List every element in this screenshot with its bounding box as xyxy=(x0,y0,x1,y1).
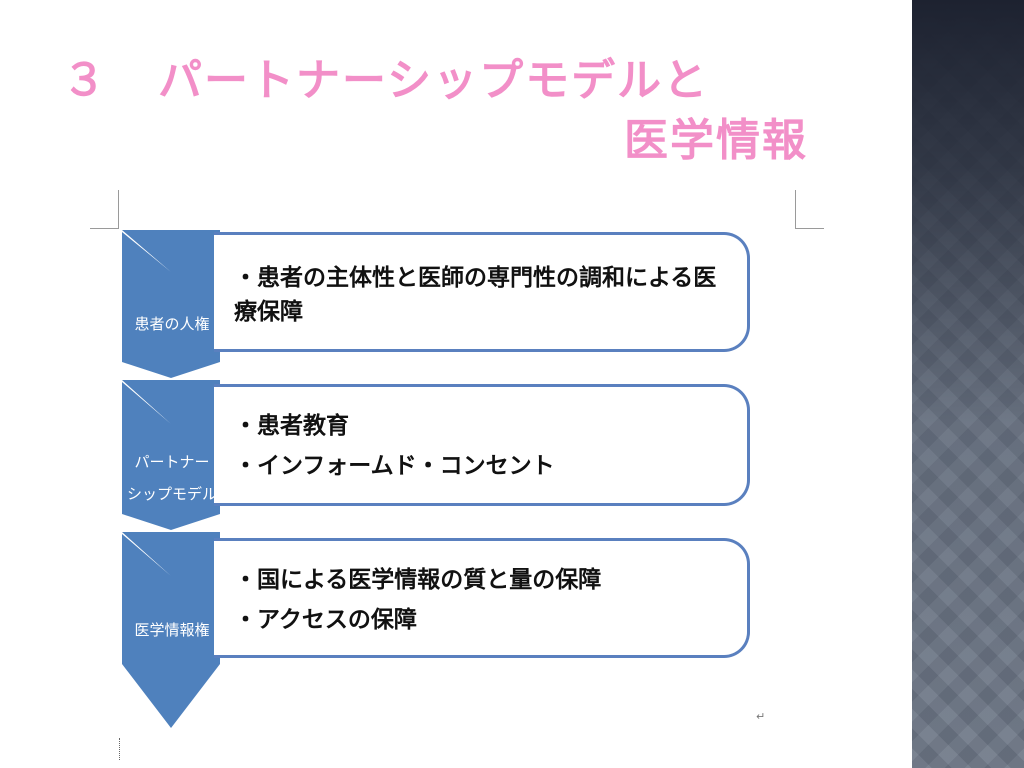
chevron-arrow-2 xyxy=(122,380,220,530)
slide-title-text: パートナーシップモデルと xyxy=(158,55,710,106)
content-box-3: ・国による医学情報の質と量の保障 ・アクセスの保障 xyxy=(214,538,750,658)
chevron-arrow-3 xyxy=(122,532,220,728)
decorative-sidebar xyxy=(912,0,1024,768)
content-box-2: ・患者教育 ・インフォームド・コンセント xyxy=(214,384,750,506)
chevron-label-line: 医学情報権 xyxy=(134,621,210,639)
content-box-1: ・患者の主体性と医師の専門性の調和による医療保障 xyxy=(214,232,750,352)
slide-title-line2: 医学情報 xyxy=(624,115,808,166)
crop-mark-top-left xyxy=(90,190,119,229)
bullet-item: ・患者教育 xyxy=(234,412,349,439)
bullet-item: ・患者の主体性と医師の専門性の調和による医療保障 xyxy=(234,264,717,325)
paragraph-mark: ↵ xyxy=(756,710,766,723)
bullet-item: ・国による医学情報の質と量の保障 xyxy=(234,566,602,593)
slide-title-number: ３ xyxy=(62,55,108,106)
chevron-label-line: 患者の人権 xyxy=(134,315,210,333)
chevron-arrow-1 xyxy=(122,230,220,378)
chevron-label-line: パートナー xyxy=(134,453,210,471)
slide-title-line1: ３ パートナーシップモデルと xyxy=(62,44,709,108)
chevron-label-3: 医学情報権 xyxy=(120,614,224,646)
text-cursor-mark xyxy=(119,738,121,760)
chevron-label-2: パートナー シップモデル xyxy=(120,446,224,510)
bullet-item: ・アクセスの保障 xyxy=(234,606,417,633)
chevron-label-line: シップモデル xyxy=(126,485,217,503)
chevron-label-1: 患者の人権 xyxy=(120,308,224,340)
crop-mark-top-right xyxy=(795,190,824,229)
chevron-shapes xyxy=(122,230,220,728)
bullet-item: ・インフォームド・コンセント xyxy=(234,452,555,479)
